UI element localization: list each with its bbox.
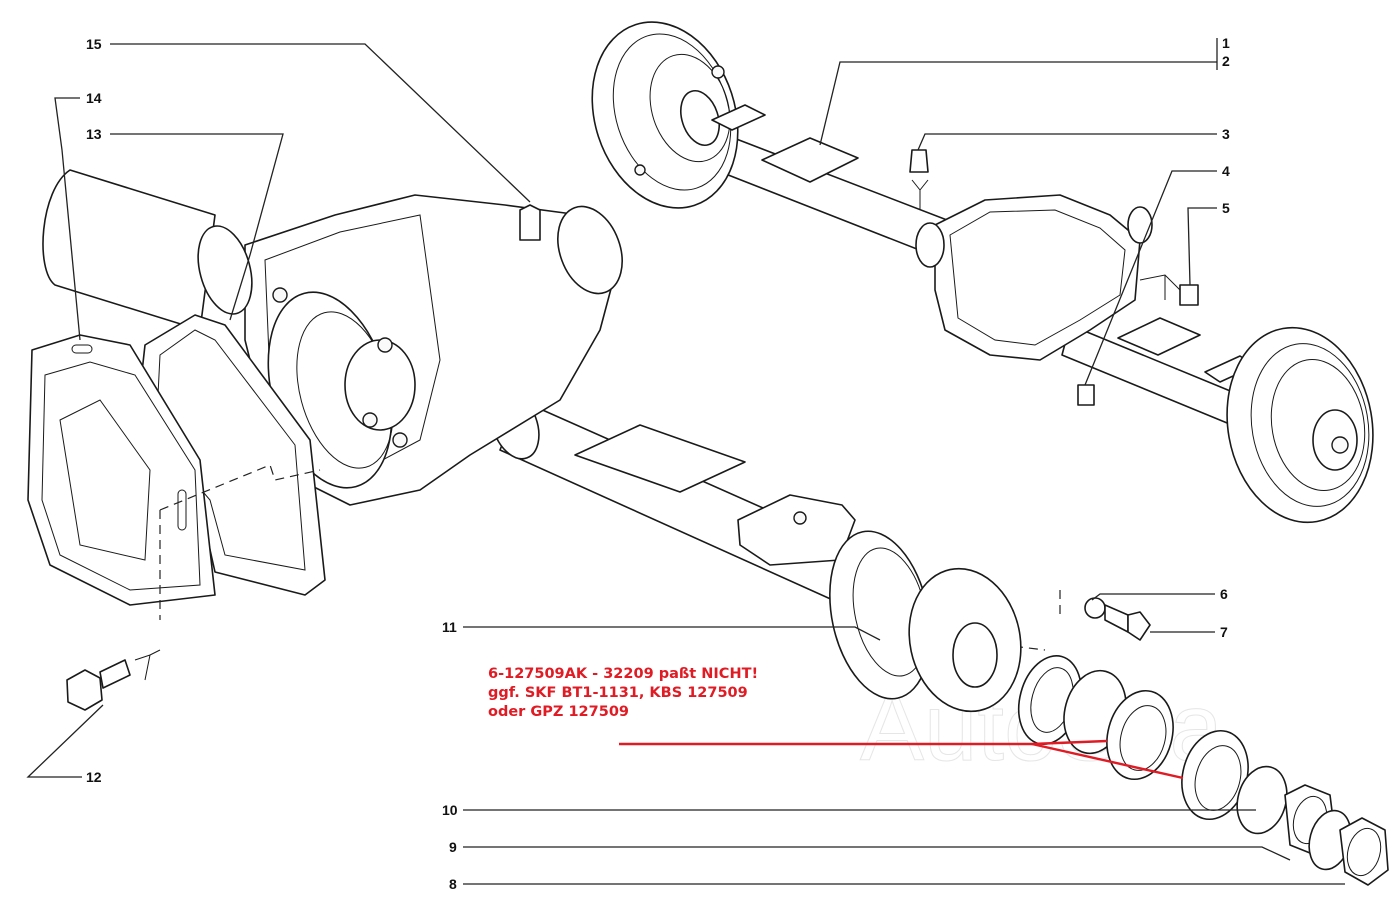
- main-axle-tube-left: [42, 169, 216, 331]
- part-7-bolt: [1104, 604, 1129, 633]
- part-4-plug: [1077, 384, 1095, 406]
- upper-differential-housing: [934, 194, 1141, 361]
- callout-1: 1: [1222, 35, 1230, 51]
- part-8-nut: [1339, 817, 1389, 886]
- leader-lines: [26, 38, 1345, 885]
- bearing-note: 6-127509AK - 32209 paßt NICHT! ggf. SKF …: [488, 665, 758, 722]
- differential-case: [344, 339, 416, 431]
- main-axle-assembly: [27, 169, 1389, 886]
- callout-8: 8: [449, 876, 457, 892]
- upper-spring-pad-right: [1117, 317, 1201, 356]
- callout-9: 9: [449, 839, 457, 855]
- part-6-washer: [1084, 597, 1106, 619]
- part-5-plug: [1179, 284, 1199, 306]
- upper-spring-pad-left: [761, 137, 859, 183]
- callout-6: 6: [1220, 586, 1228, 602]
- bearing-note-line-1: 6-127509AK - 32209 paßt NICHT!: [488, 666, 759, 682]
- callout-4: 4: [1222, 163, 1230, 179]
- callout-labels: 15 14 13 1 2 3 4 5 6 7 11 10 9 8 12: [86, 35, 1230, 892]
- callout-7: 7: [1220, 624, 1228, 640]
- part-10-lockwasher: [1236, 765, 1288, 835]
- callout-11: 11: [442, 619, 457, 635]
- bearing-note-line-2: ggf. SKF BT1-1131, KBS 127509: [488, 685, 748, 701]
- part-15-breather: [519, 204, 541, 241]
- callout-12: 12: [86, 769, 102, 785]
- callout-15: 15: [86, 36, 102, 52]
- upper-right-brake-drum: [1226, 326, 1374, 524]
- callout-10: 10: [442, 802, 458, 818]
- upper-axle-assembly: [591, 21, 1374, 524]
- part-14-cover: [27, 334, 216, 606]
- callout-5: 5: [1222, 200, 1230, 216]
- part-12-bolt: [66, 669, 103, 711]
- callout-3: 3: [1222, 126, 1230, 142]
- main-spring-pad: [574, 424, 746, 493]
- part-3-breather: [909, 149, 929, 173]
- callout-13: 13: [86, 126, 102, 142]
- callout-2: 2: [1222, 53, 1230, 69]
- taper-bearing-inner: [1106, 689, 1174, 781]
- callout-14: 14: [86, 90, 102, 106]
- annotation-pointer: [619, 739, 1184, 780]
- bearing-note-line-3: oder GPZ 127509: [488, 704, 629, 720]
